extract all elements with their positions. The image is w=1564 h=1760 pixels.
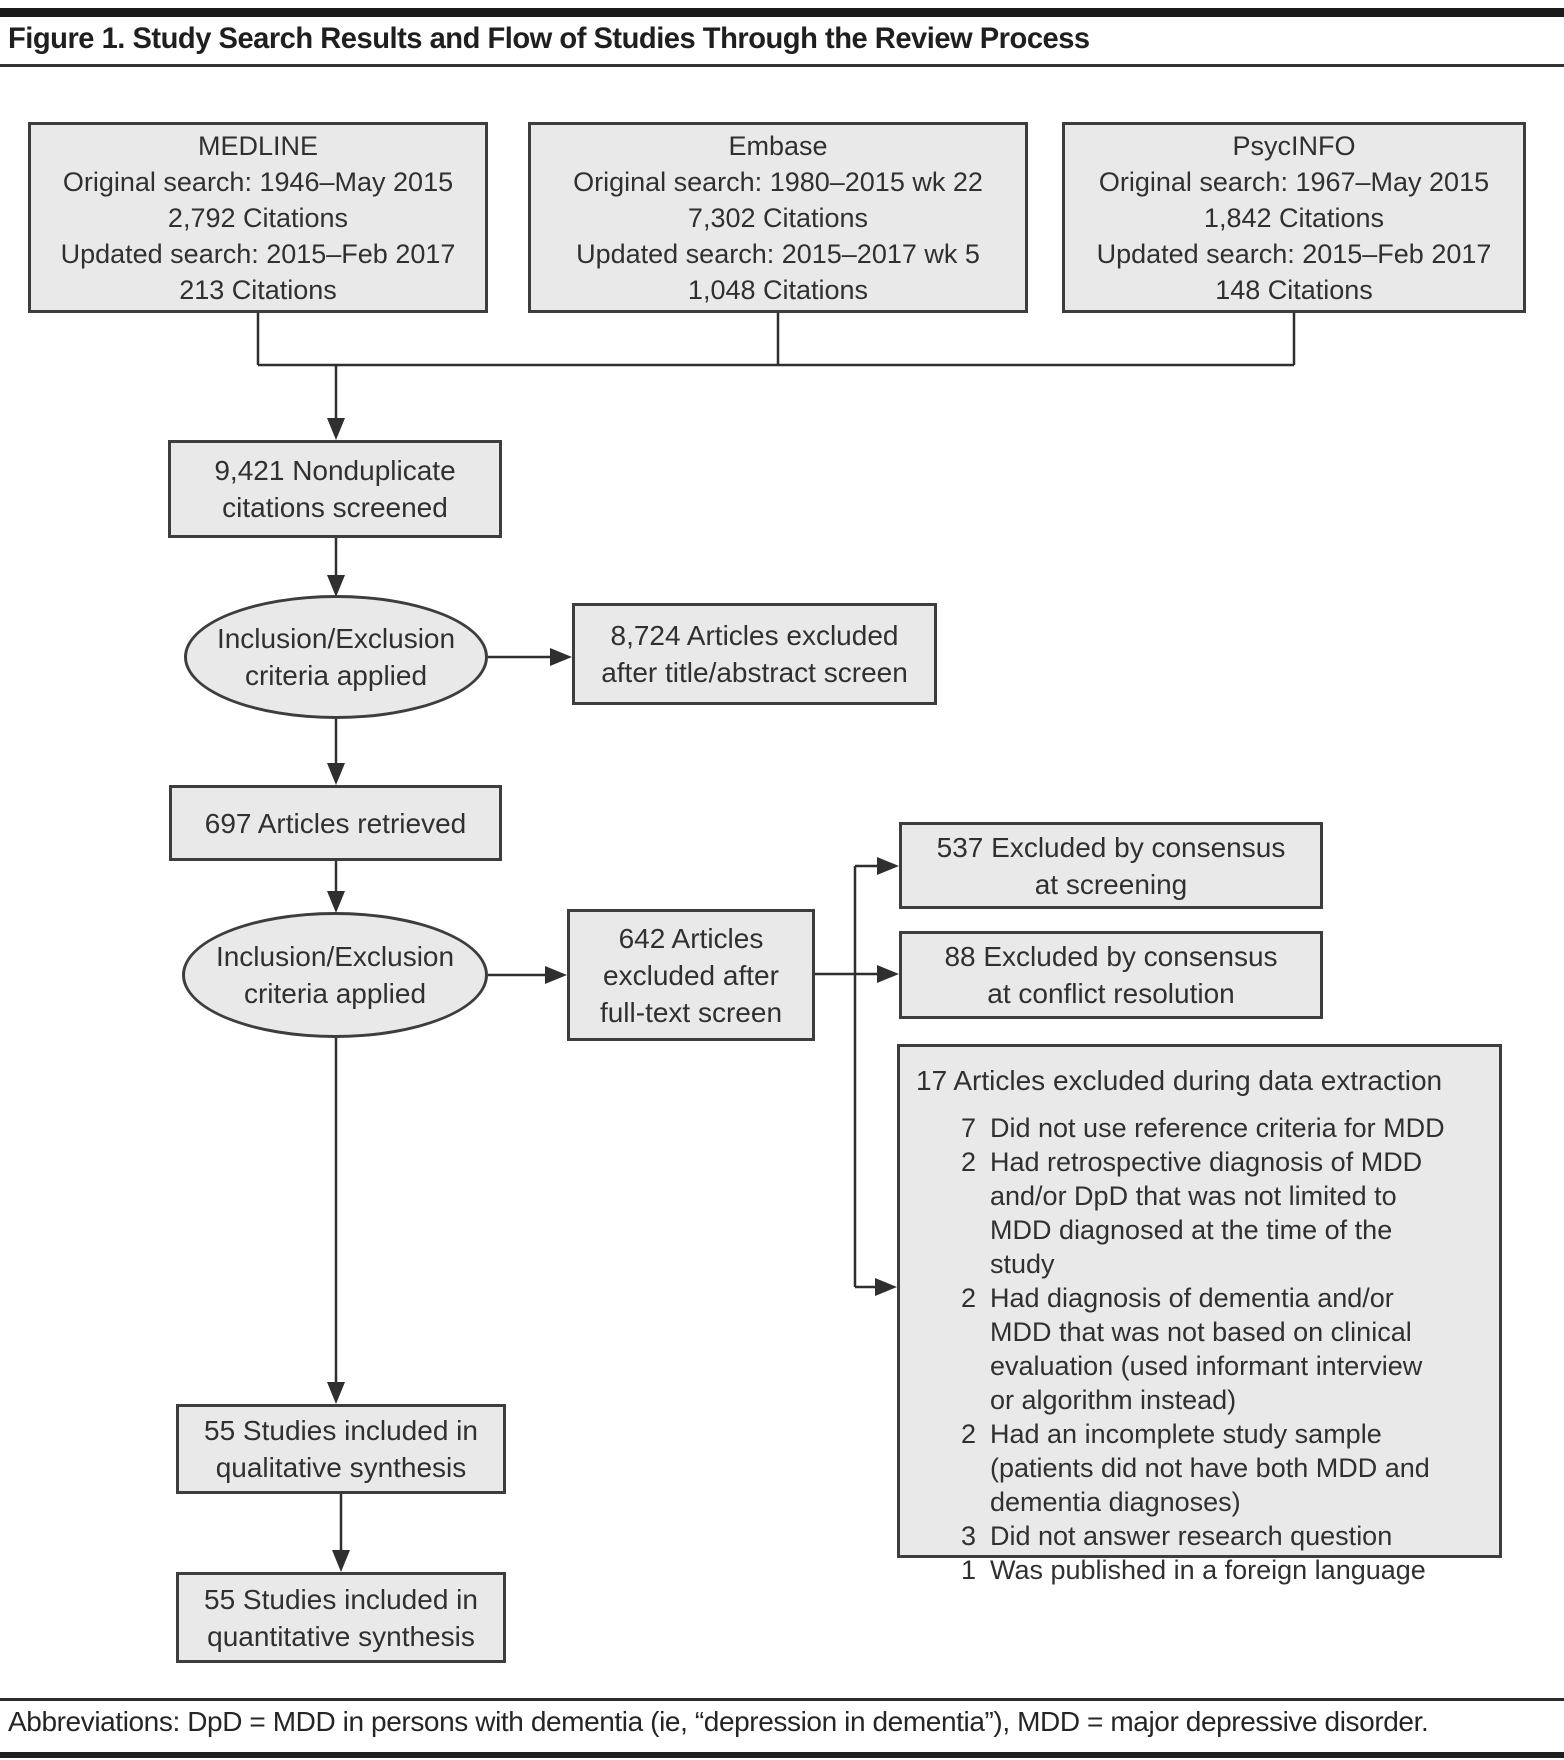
medline-source-box: MEDLINE Original search: 1946–May 2015 2…: [28, 122, 488, 313]
qualitative-synthesis-box: 55 Studies included in qualitative synth…: [176, 1404, 506, 1494]
qualitative-synthesis-label: 55 Studies included in qualitative synth…: [204, 1415, 478, 1483]
title-abstract-excluded-box: 8,724 Articles excluded after title/abst…: [572, 603, 937, 705]
articles-retrieved-label: 697 Articles retrieved: [204, 807, 467, 839]
embase-name: Embase: [728, 130, 828, 161]
extraction-item-text: Had diagnosis of dementia and/or MDD tha…: [990, 1283, 1423, 1415]
extraction-item-text: Did not use reference criteria for MDD: [990, 1113, 1445, 1143]
criteria-applied-label-2: Inclusion/Exclusion criteria applied: [215, 941, 455, 1009]
arrowhead-excl2: [545, 966, 567, 984]
extraction-item-count: 3: [960, 1521, 976, 1551]
embase-details: Original search: 1980–2015 wk 22 7,302 C…: [573, 166, 983, 305]
arrowhead-criteria1: [327, 575, 345, 597]
footer-bottom-rule: [0, 1752, 1564, 1758]
extraction-item-count: 2: [960, 1419, 976, 1449]
abbreviations-note: Abbreviations: DpD = MDD in persons with…: [8, 1706, 1429, 1737]
extraction-item: 7 Did not use reference criteria for MDD: [952, 1111, 1452, 1145]
criteria-applied-ellipse-2: Inclusion/Exclusion criteria applied: [182, 912, 488, 1038]
extraction-item: 1 Was published in a foreign language: [952, 1553, 1452, 1587]
screening-excluded-box: 537 Excluded by consensus at screening: [899, 822, 1323, 909]
arrowhead-criteria2: [327, 891, 345, 913]
arrowhead-screened: [327, 418, 345, 440]
arrowhead-screening: [877, 857, 899, 875]
title-underline: [0, 64, 1564, 67]
screening-excluded-label: 537 Excluded by consensus at screening: [936, 831, 1286, 900]
figure-title: Figure 1. Study Search Results and Flow …: [8, 22, 1090, 55]
top-bar: [0, 8, 1564, 17]
quantitative-synthesis-box: 55 Studies included in quantitative synt…: [176, 1572, 506, 1663]
nonduplicate-screened-label: 9,421 Nonduplicate citations screened: [214, 455, 456, 523]
extraction-item-text: Had an incomplete study sample (patients…: [990, 1419, 1430, 1517]
arrowhead-conflict: [877, 965, 899, 983]
criteria-applied-label-1: Inclusion/Exclusion criteria applied: [216, 623, 456, 691]
fulltext-excluded-label: 642 Articles excluded after full-text sc…: [599, 922, 783, 1028]
medline-name: MEDLINE: [197, 130, 319, 161]
extraction-item: 2 Had an incomplete study sample (patien…: [952, 1417, 1452, 1519]
fulltext-excluded-box: 642 Articles excluded after full-text sc…: [567, 909, 815, 1041]
extraction-item-count: 1: [960, 1555, 976, 1585]
extraction-item-count: 7: [960, 1113, 976, 1143]
arrowhead-quantitative: [332, 1550, 350, 1572]
title-abstract-excluded-label: 8,724 Articles excluded after title/abst…: [601, 620, 908, 688]
articles-retrieved-box: 697 Articles retrieved: [169, 785, 502, 861]
data-extraction-excluded-box: 17 Articles excluded during data extract…: [897, 1044, 1502, 1585]
psycinfo-name: PsycINFO: [1232, 130, 1356, 161]
conflict-excluded-box: 88 Excluded by consensus at conflict res…: [899, 931, 1323, 1019]
extraction-item-text: Was published in a foreign language: [990, 1555, 1426, 1585]
embase-source-box: Embase Original search: 1980–2015 wk 22 …: [528, 122, 1028, 313]
extraction-item-text: Had retrospective diagnosis of MDD and/o…: [990, 1147, 1423, 1279]
extraction-item: 2 Had diagnosis of dementia and/or MDD t…: [952, 1281, 1452, 1417]
extraction-item-count: 2: [960, 1283, 976, 1313]
footer-top-rule: [0, 1698, 1564, 1701]
extraction-item-count: 2: [960, 1147, 976, 1177]
criteria-applied-ellipse-1: Inclusion/Exclusion criteria applied: [184, 595, 488, 719]
arrowhead-qualitative: [327, 1382, 345, 1404]
data-extraction-title: 17 Articles excluded during data extract…: [916, 1065, 1443, 1096]
arrowhead-excl1: [550, 648, 572, 666]
data-extraction-list: 7 Did not use reference criteria for MDD…: [952, 1111, 1452, 1587]
medline-details: Original search: 1946–May 2015 2,792 Cit…: [60, 166, 456, 305]
arrowhead-extraction: [875, 1278, 897, 1296]
psycinfo-details: Original search: 1967–May 2015 1,842 Cit…: [1096, 166, 1492, 305]
extraction-item: 2 Had retrospective diagnosis of MDD and…: [952, 1145, 1452, 1281]
extraction-item: 3 Did not answer research question: [952, 1519, 1452, 1553]
nonduplicate-screened-box: 9,421 Nonduplicate citations screened: [168, 440, 502, 538]
extraction-item-text: Did not answer research question: [990, 1521, 1393, 1551]
arrowhead-retrieved: [327, 763, 345, 785]
psycinfo-source-box: PsycINFO Original search: 1967–May 2015 …: [1062, 122, 1526, 313]
quantitative-synthesis-label: 55 Studies included in quantitative synt…: [204, 1583, 478, 1652]
conflict-excluded-label: 88 Excluded by consensus at conflict res…: [944, 941, 1278, 1009]
